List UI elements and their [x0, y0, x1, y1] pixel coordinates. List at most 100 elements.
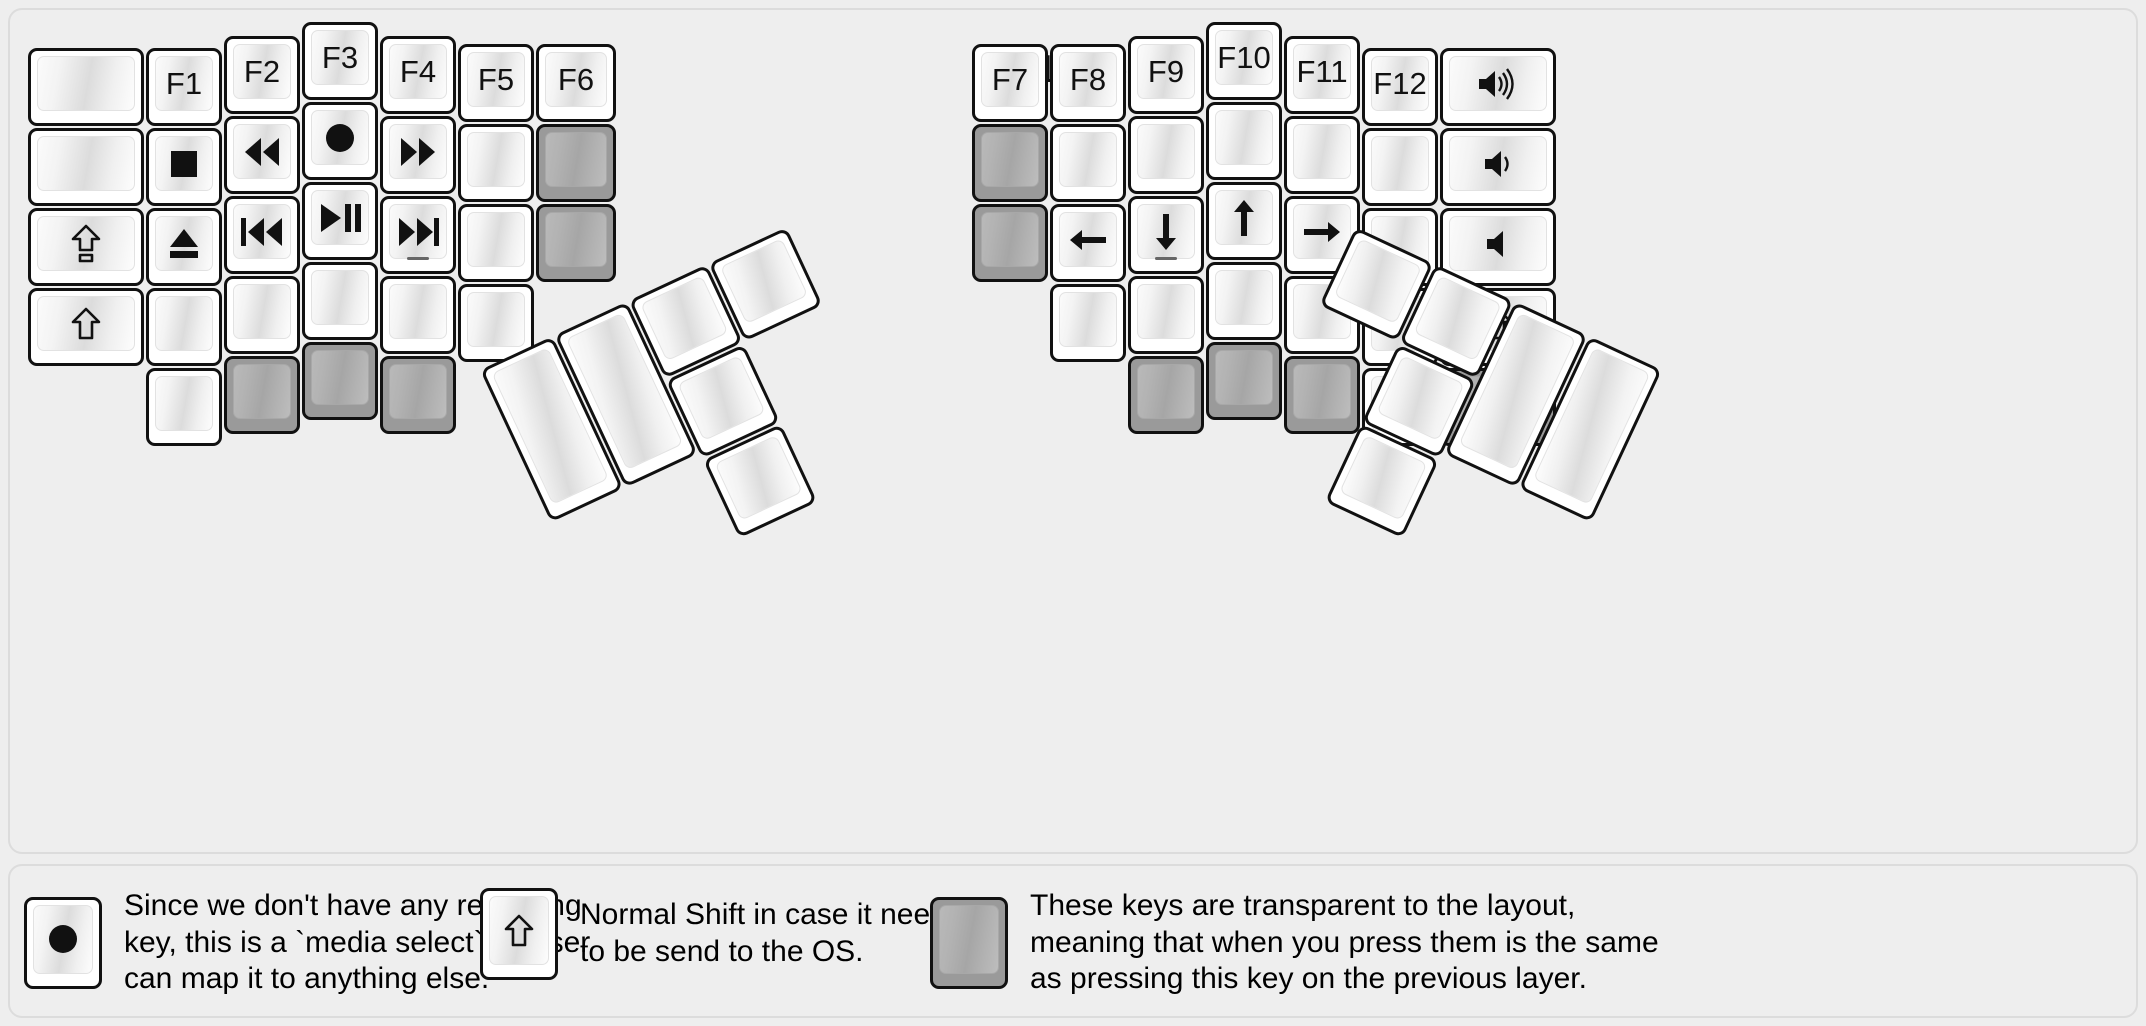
key-col-ring-r2[interactable]	[224, 116, 300, 194]
key-col-middle-r4[interactable]	[1128, 276, 1204, 354]
key-col-ring-r5[interactable]	[1206, 342, 1282, 420]
key-col-ring-r2[interactable]	[1206, 102, 1282, 180]
caps-lock-arrow-icon	[71, 224, 101, 264]
key-col-middle-r5[interactable]	[1128, 356, 1204, 434]
keycap-surface: F7	[981, 52, 1039, 107]
key-col-pinky-outer-r3[interactable]	[28, 208, 144, 286]
keycap-surface	[233, 284, 291, 339]
keycap-surface: F3	[311, 30, 369, 85]
key-col-pinky-r2[interactable]	[146, 128, 222, 206]
key-label: F12	[1373, 66, 1427, 101]
keycap-surface	[1137, 124, 1195, 179]
key-label: F11	[1296, 54, 1348, 89]
key-col-middle-r1[interactable]: F9	[1128, 36, 1204, 114]
keycap-surface	[640, 275, 729, 362]
key-col-ring-r3[interactable]	[1206, 182, 1282, 260]
keycap-surface	[1293, 364, 1351, 419]
key-col-middle-r5[interactable]	[302, 342, 378, 420]
keycap-surface	[155, 216, 213, 271]
volume-up-icon	[1477, 67, 1519, 100]
key-col-index-inner-r1[interactable]: F7	[972, 44, 1048, 122]
key-col-index-r4[interactable]	[380, 276, 456, 354]
keycap-surface	[1376, 355, 1465, 441]
keycap-surface	[1137, 204, 1195, 259]
key-col-pinky-outer-r4[interactable]	[28, 288, 144, 366]
key-col-middle-r3[interactable]	[302, 182, 378, 260]
key-col-pinky-outer-r1[interactable]: F12	[1362, 48, 1438, 126]
key-col-index-r5[interactable]	[380, 356, 456, 434]
key-col-index-r3[interactable]	[1050, 204, 1126, 282]
keycap-surface	[1059, 292, 1117, 347]
key-col-ring-r1[interactable]: F2	[224, 36, 300, 114]
keycap-surface	[1371, 136, 1429, 191]
key-col-extra-r2[interactable]	[536, 124, 616, 202]
key-col-pinky-outer-r2[interactable]	[1362, 128, 1438, 206]
keycap-surface	[467, 292, 525, 347]
key-col-index-inner-r2[interactable]	[458, 124, 534, 202]
keycap-surface	[311, 190, 369, 245]
media-next-track-icon	[397, 216, 439, 248]
key-col-index-inner-r3[interactable]	[458, 204, 534, 282]
key-col-pinky-r1[interactable]: F11	[1284, 36, 1360, 114]
key-col-pinky-r4[interactable]	[146, 288, 222, 366]
key-label: F2	[243, 54, 281, 89]
keycap-surface	[467, 212, 525, 267]
key-col-middle-r2[interactable]	[302, 102, 378, 180]
keycap-surface	[233, 124, 291, 179]
key-col-index-r1[interactable]: F8	[1050, 44, 1126, 122]
keycap-surface	[719, 238, 809, 325]
key-col-pinky-r5[interactable]	[146, 368, 222, 446]
key-col-index-r3[interactable]	[380, 196, 456, 274]
keycap-surface	[489, 896, 549, 965]
key-col-index-r2[interactable]	[380, 116, 456, 194]
key-col-extra-r1[interactable]: F6	[536, 44, 616, 122]
key-col-middle-r1[interactable]: F3	[302, 22, 378, 100]
key-col-outer-extra-r2[interactable]	[1440, 128, 1556, 206]
key-col-ring-r1[interactable]: F10	[1206, 22, 1282, 100]
key-col-ring-r4[interactable]	[1206, 262, 1282, 340]
legend-description: Normal Shift in case it needs to be send…	[580, 898, 962, 968]
key-col-pinky-outer-r1[interactable]	[28, 48, 144, 126]
legend-key-sample	[930, 896, 1008, 989]
homing-bar	[407, 257, 429, 260]
keycap-surface	[1293, 204, 1351, 259]
key-col-index-r4[interactable]	[1050, 284, 1126, 362]
key-col-ring-r4[interactable]	[224, 276, 300, 354]
key-col-ring-r5[interactable]	[224, 356, 300, 434]
key-col-pinky-outer-r2[interactable]	[28, 128, 144, 206]
keycap-surface	[1215, 350, 1273, 405]
key-col-index-inner-r4[interactable]	[458, 284, 534, 362]
key-col-pinky-r1[interactable]: F1	[146, 48, 222, 126]
key-col-pinky-r5[interactable]	[1284, 356, 1360, 434]
key-label: F4	[399, 54, 437, 89]
key-col-middle-r2[interactable]	[1128, 116, 1204, 194]
media-rewind-icon	[243, 136, 281, 168]
key-col-index-r1[interactable]: F4	[380, 36, 456, 114]
keycap-surface	[1137, 364, 1195, 419]
media-play-pause-icon	[319, 202, 361, 234]
keycap-surface	[981, 212, 1039, 267]
key-col-middle-r4[interactable]	[302, 262, 378, 340]
key-col-index-inner-r3[interactable]	[972, 204, 1048, 282]
key-col-pinky-r3[interactable]	[146, 208, 222, 286]
key-label: F7	[991, 62, 1029, 97]
shift-arrow-icon	[504, 914, 534, 948]
key-label: F1	[165, 66, 203, 101]
arrow-down-icon	[1151, 212, 1181, 252]
key-col-middle-r3[interactable]	[1128, 196, 1204, 274]
key-col-index-r2[interactable]	[1050, 124, 1126, 202]
key-col-ring-r3[interactable]	[224, 196, 300, 274]
key-col-index-inner-r1[interactable]: F5	[458, 44, 534, 122]
key-col-outer-extra-r3[interactable]	[1440, 208, 1556, 286]
keycap-surface	[981, 132, 1039, 187]
key-col-extra-r3[interactable]	[536, 204, 616, 282]
key-col-index-inner-r2[interactable]	[972, 124, 1048, 202]
key-label: F6	[557, 62, 595, 97]
keycap-surface: F9	[1137, 44, 1195, 99]
key-col-pinky-r2[interactable]	[1284, 116, 1360, 194]
keycap-surface	[155, 376, 213, 431]
key-col-outer-extra-r1[interactable]	[1440, 48, 1556, 126]
keycap-surface	[33, 904, 93, 974]
keycap-surface	[1293, 124, 1351, 179]
